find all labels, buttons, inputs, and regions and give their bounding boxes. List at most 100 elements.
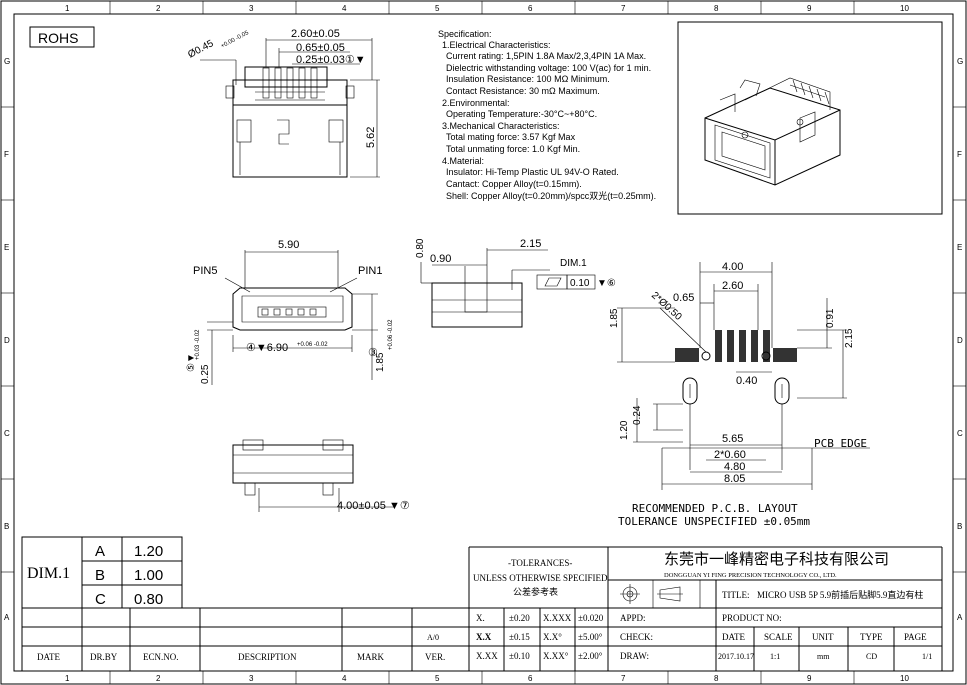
projection-symbol-icon [620, 584, 683, 604]
pcb-dim-024: 0.24 [632, 405, 643, 425]
column-markers: 1 2 3 4 5 6 7 8 9 10 1 2 3 4 5 6 7 8 9 1… [65, 1, 909, 684]
svg-text:A: A [957, 613, 963, 622]
side-flatness: 0.10 [570, 278, 590, 289]
inner-border [13, 13, 954, 672]
svg-text:F: F [957, 150, 962, 159]
top-dim-260: 2.60±0.05 [291, 28, 340, 40]
svg-text:5: 5 [435, 4, 440, 13]
meta-header-date: DATE [722, 632, 745, 642]
draw-label: DRAW: [620, 651, 649, 661]
rev-ver-value: A/0 [427, 633, 439, 642]
side-dim-215: 2.15 [520, 238, 541, 250]
spec-line-12: Cantact: Copper Alloy(t=0.15mm). [446, 179, 582, 189]
tol-row-1-d: ±5.00° [578, 632, 603, 642]
spec-line-10: 4.Material: [442, 156, 484, 166]
product-no-label: PRODUCT NO: [722, 613, 782, 623]
svg-text:C: C [4, 429, 10, 438]
pcb-recommended-label: RECOMMENDED P.C.B. LAYOUT [632, 502, 798, 515]
spec-line-1: Current rating: 1,5PIN 1.8A Max/2,3,4PIN… [446, 51, 646, 61]
svg-text:D: D [957, 336, 963, 345]
tol-row-0-a: X. [476, 613, 485, 623]
top-dim-dia-tol: +0.00 -0.05 [220, 30, 250, 50]
meta-header-unit: UNIT [812, 632, 834, 642]
svg-text:B: B [957, 522, 962, 531]
meta-header-page: PAGE [904, 632, 927, 642]
rev-header-mark: MARK [357, 652, 385, 662]
svg-text:2: 2 [156, 674, 161, 683]
front-dim-bottom: ④▼6.90 [246, 342, 288, 354]
front-mark-3: ③ [368, 347, 378, 359]
top-dim-height: 5.62 [365, 127, 377, 148]
pcb-dim-065: 0.65 [673, 292, 694, 304]
top-view [200, 38, 380, 178]
meta-value-unit: mm [817, 652, 830, 661]
pcb-layout [617, 262, 870, 490]
pcb-tolerance-label: TOLERANCE UNSPECIFIED ±0.05mm [618, 515, 810, 528]
side-view [420, 248, 596, 328]
rev-header-description: DESCRIPTION [238, 652, 297, 662]
front-dim-left: 0.25 [200, 364, 211, 384]
tol-row-2-b: ±0.10 [509, 651, 530, 661]
tol-row-2-d: ±2.00° [578, 651, 603, 661]
side-flatness-mark: ▼⑥ [597, 278, 616, 289]
meta-value-scale: 1:1 [770, 652, 780, 661]
svg-text:8: 8 [714, 4, 719, 13]
svg-text:8: 8 [714, 674, 719, 683]
title-block-grid [21, 546, 943, 671]
title-label: TITLE: [722, 590, 750, 600]
top-dim-dia: Ø0.45 [186, 38, 216, 61]
top-dim-025: 0.25±0.03①▼ [296, 54, 366, 66]
front-dim-bottom-tol: +0.06 -0.02 [297, 342, 328, 348]
dim-table-label: DIM.1 [27, 565, 70, 582]
svg-text:9: 9 [807, 4, 812, 13]
front-label-pin5: PIN5 [193, 265, 217, 277]
front-view [207, 250, 378, 385]
rev-header-drby: DR.BY [90, 652, 118, 662]
spec-line-2: Dielectric withstanding voltage: 100 V(a… [446, 63, 651, 73]
pcb-dim-091: 0.91 [825, 308, 836, 328]
svg-text:G: G [957, 57, 963, 66]
tol-row-1-c: X.X° [543, 632, 562, 642]
dim-table-key-b: B [95, 567, 105, 584]
svg-text:10: 10 [900, 674, 909, 683]
check-label: CHECK: [620, 632, 653, 642]
pcb-dim-040: 0.40 [736, 375, 757, 387]
pcb-dim-215: 2.15 [844, 328, 855, 348]
tolerances-cn: 公差参考表 [513, 586, 558, 597]
svg-text:6: 6 [528, 4, 533, 13]
dim-table-key-a: A [95, 543, 105, 560]
bottom-dim-400: 4.00±0.05 [337, 500, 386, 512]
svg-text:4: 4 [342, 674, 347, 683]
dim-table-val-a: 1.20 [134, 543, 163, 560]
spec-title: Specification: [438, 29, 492, 39]
svg-text:5: 5 [435, 674, 440, 683]
isometric-connector-image [704, 77, 841, 186]
rev-header-ver: VER. [425, 652, 445, 662]
title-value: MICRO USB 5P 5.9前插后贴脚5.9直边有柱 [757, 589, 923, 600]
front-dim-width: 5.90 [278, 239, 299, 251]
svg-text:B: B [4, 522, 9, 531]
svg-text:4: 4 [342, 4, 347, 13]
front-dim-right-tol: +0.06 -0.02 [388, 319, 394, 350]
front-dim-right: 1.85 [375, 352, 386, 372]
company-name-cn: 东莞市一峰精密电子科技有限公司 [664, 551, 889, 568]
pcb-dim-480: 4.80 [724, 461, 745, 473]
dim-table-key-c: C [95, 591, 106, 608]
svg-text:E: E [4, 243, 9, 252]
spec-line-11: Insulator: Hi-Temp Plastic UL 94V-O Rate… [446, 167, 619, 177]
tol-row-1-a: X.X [476, 632, 492, 642]
tolerances-subtitle: UNLESS OTHERWISE SPECIFIED [473, 573, 608, 583]
tol-row-0-d: ±0.020 [578, 613, 604, 623]
tolerances-title: -TOLERANCES- [508, 558, 572, 568]
spec-line-5: 2.Environmental: [442, 98, 510, 108]
svg-text:2: 2 [156, 4, 161, 13]
svg-text:1: 1 [65, 674, 70, 683]
side-dim-090: 0.90 [430, 253, 451, 265]
spec-line-8: Total mating force: 3.57 Kgf Max [446, 132, 576, 142]
meta-header-type: TYPE [860, 632, 883, 642]
pcb-dim-400: 4.00 [722, 261, 743, 273]
svg-text:D: D [4, 336, 10, 345]
rohs-label: ROHS [38, 30, 78, 46]
row-markers: G F E D C B A G F E D C B A [1, 57, 966, 622]
